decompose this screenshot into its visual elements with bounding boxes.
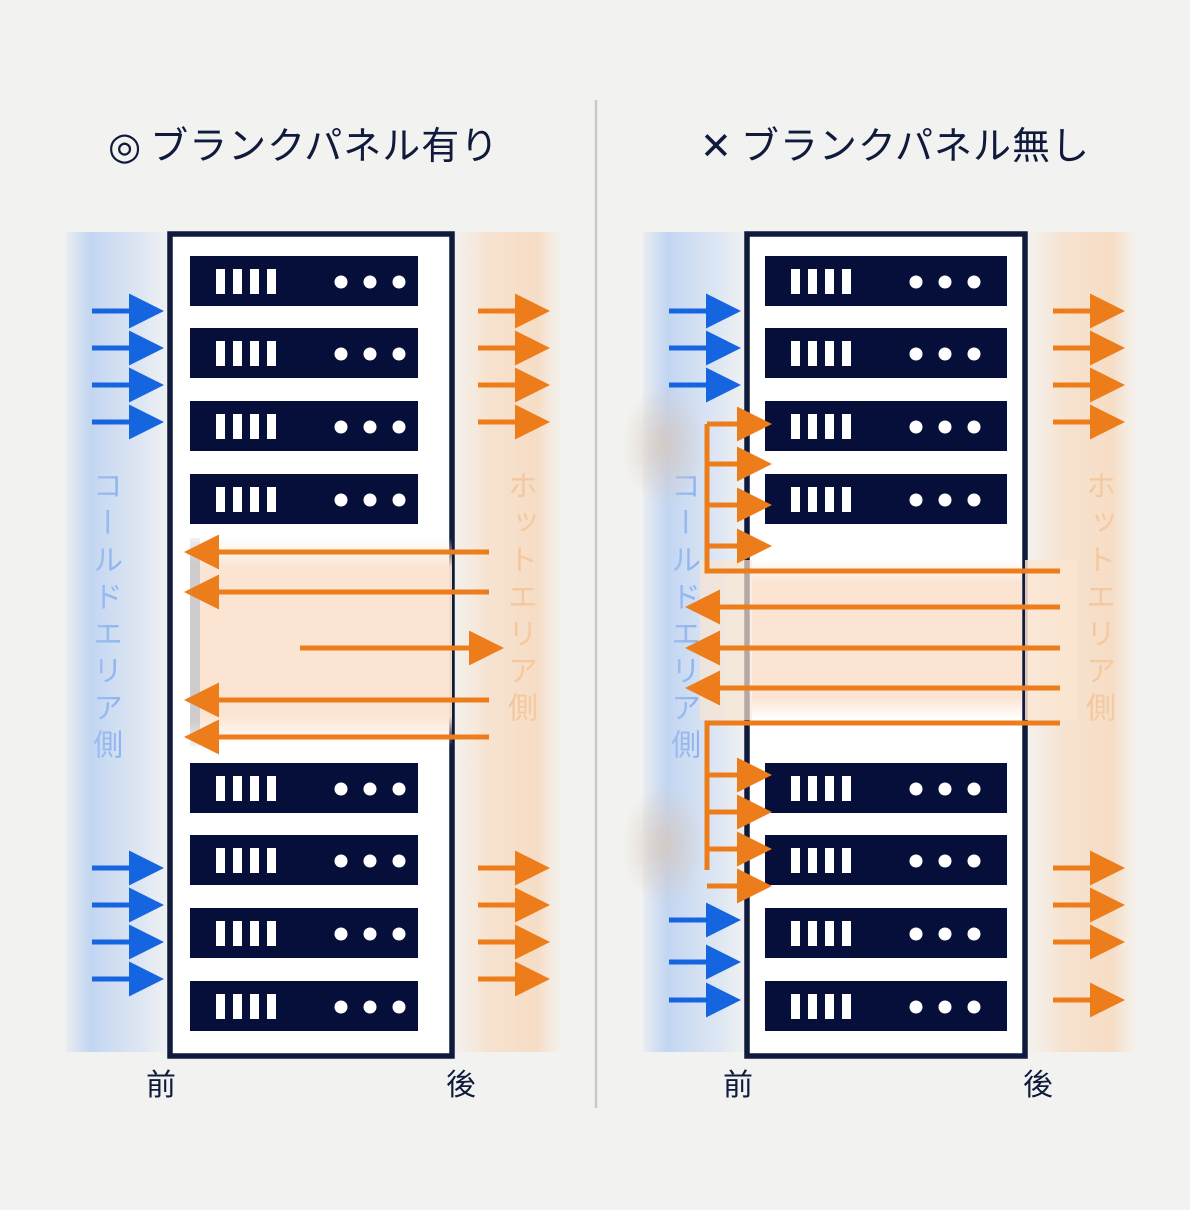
hot-airflow-arrows-top-left [478,293,551,440]
server-unit [190,256,418,306]
open-gap-shade-left-ext [700,560,752,720]
panel-title-with-blank: ◎ブランクパネル有り [108,115,499,170]
server-unit [190,401,418,451]
server-unit [190,474,418,524]
recirculation-inlet-arrows-upper [707,406,773,564]
server-unit [765,908,1007,958]
server-unit [190,328,418,378]
recirculation-inlet-arrows-lower [707,757,773,904]
cross-mark-icon: ✕ [700,126,733,168]
server-group-bottom-left [190,763,418,1031]
cold-airflow-arrows-bottom-right [669,902,742,1018]
hot-air-contamination-lower [622,785,706,905]
hot-airflow-arrows-bottom-left [478,850,551,997]
server-unit [190,981,418,1031]
server-unit [765,256,1007,306]
server-unit [765,328,1007,378]
ok-mark-icon: ◎ [108,126,143,168]
blocked-backflow-arrows-left [183,534,489,755]
panel-without-blank-panel [622,231,1137,1059]
front-label-right: 前 [723,1069,753,1102]
server-unit [765,763,1007,813]
server-group-top-right [765,256,1007,524]
back-label-left: 後 [446,1069,476,1102]
server-unit [190,763,418,813]
cold-airflow-arrows-bottom-left [92,850,165,997]
hot-airflow-arrows-top-right [1053,293,1126,440]
cold-airflow-arrows-top-left [92,293,165,440]
open-gap-shade-right-ext [1025,560,1077,720]
hot-airflow-arrows-bottom-right [1053,850,1126,1018]
open-gap-shade-right [752,560,1022,720]
recirculation-path-lower [704,720,1060,870]
panel-title-with-blank-text: ブランクパネル有り [150,126,500,168]
recirculation-path-upper [704,424,1060,574]
panel-title-without-blank: ✕ブランクパネル無し [700,115,1090,170]
front-label-left: 前 [146,1069,176,1102]
hot-area-band-left [452,232,562,1052]
server-unit [765,835,1007,885]
server-unit [765,401,1007,451]
cold-airflow-arrows-top-right [669,293,742,403]
panel-title-without-blank-text: ブランクパネル無し [740,126,1090,168]
server-unit [765,981,1007,1031]
server-group-top-left [190,256,418,524]
server-unit [190,835,418,885]
server-unit [190,908,418,958]
blank-panel-gap-shade-left [190,538,452,746]
hot-air-contamination-upper [622,385,706,505]
hot-air-backflow-arrows-right [684,589,1060,706]
server-group-bottom-right [765,763,1007,1031]
blank-panel-bar [190,538,200,746]
back-label-right: 後 [1023,1069,1053,1102]
panel-with-blank-panel [66,231,562,1059]
server-unit [765,474,1007,524]
cold-area-band-left [66,232,178,1052]
